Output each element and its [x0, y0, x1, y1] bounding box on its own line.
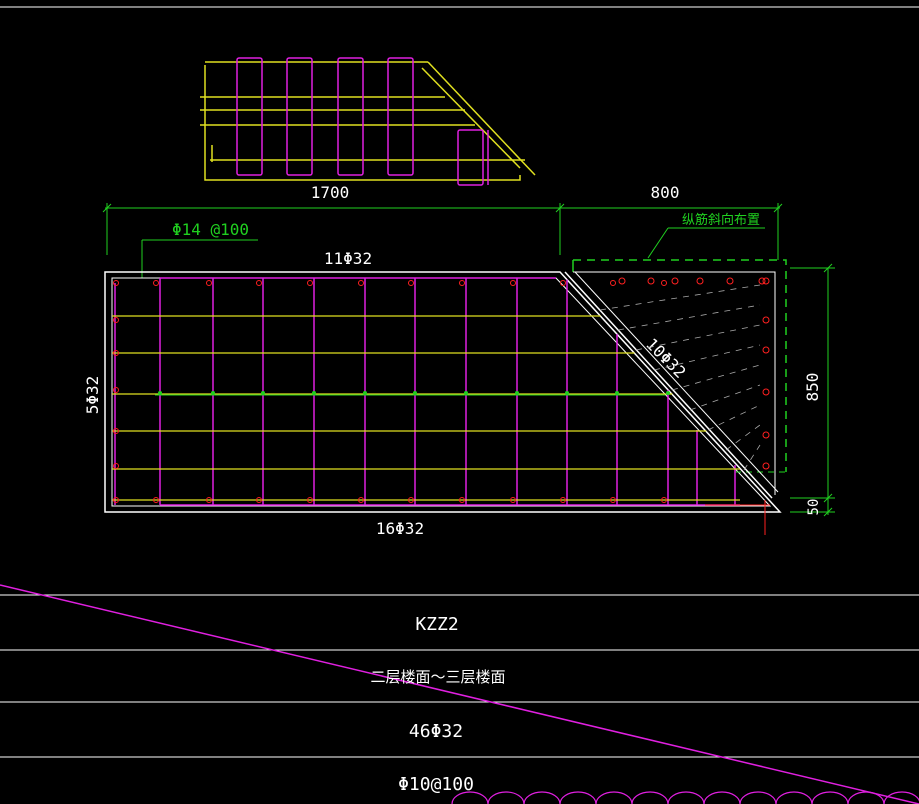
bar-top — [661, 280, 667, 286]
bar-bottom — [153, 497, 159, 503]
bar-top — [510, 280, 516, 286]
stirrup-label: Φ14 @100 — [172, 220, 249, 239]
side-bars-label: 5Φ32 — [83, 376, 102, 415]
bottom-bars-label: 16Φ32 — [376, 519, 424, 538]
table-floors: 二层楼面～三层楼面 — [370, 668, 505, 686]
hatch-line — [635, 324, 761, 351]
bar-bottom — [510, 497, 516, 503]
bar-top — [560, 280, 566, 286]
bar-mid — [158, 391, 162, 395]
bar-side — [113, 463, 119, 469]
hatch-line — [689, 384, 761, 411]
bar-bottom — [459, 497, 465, 503]
bar-mid — [565, 391, 569, 395]
dim-right-height: 850 — [803, 373, 822, 402]
bar-side — [113, 350, 119, 356]
hatch-line — [617, 304, 761, 331]
diagonal-bars-label: 10Φ32 — [642, 334, 689, 381]
bar-top — [307, 280, 313, 286]
bar-side — [113, 428, 119, 434]
dim-right-cover: 50 — [806, 499, 822, 516]
table-lines — [0, 594, 919, 758]
bar-tri-top — [696, 277, 704, 285]
plan-triangle-bars — [599, 277, 770, 471]
bar-tri-top — [618, 277, 626, 285]
hatch-line — [671, 364, 761, 391]
bar-mid — [515, 391, 519, 395]
bar-tri-top — [726, 277, 734, 285]
bar-top — [153, 280, 159, 286]
top-bars-label: 11Φ32 — [324, 249, 372, 268]
revision-cloud — [451, 791, 919, 804]
bar-top — [408, 280, 414, 286]
table-stirrups: Φ10@100 — [398, 774, 474, 795]
bar-tri-side — [762, 431, 770, 439]
plan-long-bars — [112, 315, 740, 501]
bar-mid — [413, 391, 417, 395]
plan-stirrups — [114, 277, 740, 506]
plan-dim-right: 800 — [651, 183, 680, 202]
bar-bottom — [358, 497, 364, 503]
bar-tri-top — [758, 277, 766, 285]
bar-tri-side — [762, 277, 770, 285]
hatch-line — [743, 444, 761, 471]
hatch-line — [707, 404, 761, 431]
bar-side — [113, 387, 119, 393]
cloud-arc — [451, 791, 919, 804]
bar-mid — [615, 391, 619, 395]
bar-side — [113, 497, 119, 503]
bar-tri-side — [762, 316, 770, 324]
elevation-dim-length: 1700 — [311, 183, 350, 202]
table-longitudinal: 46Φ32 — [409, 721, 463, 742]
bar-bottom — [610, 497, 616, 503]
bar-bottom — [661, 497, 667, 503]
crossing-line — [0, 584, 919, 804]
bar-bottom — [256, 497, 262, 503]
bar-top — [610, 280, 616, 286]
bar-top — [206, 280, 212, 286]
bar-top — [459, 280, 465, 286]
bar-mid — [312, 391, 316, 395]
bar-mid — [261, 391, 265, 395]
bar-mid — [464, 391, 468, 395]
bar-tri-side — [762, 388, 770, 396]
note-label: 纵筋斜向布置 — [682, 212, 760, 228]
bar-tri-top — [647, 277, 655, 285]
plan-main-bars — [113, 280, 670, 503]
table-id: KZZ2 — [415, 614, 458, 635]
bar-bottom — [560, 497, 566, 503]
bar-top — [256, 280, 262, 286]
bar-tri-side — [762, 462, 770, 470]
elevation-view — [200, 57, 536, 186]
bar-bottom — [307, 497, 313, 503]
bar-mid — [211, 391, 215, 395]
bar-mid — [363, 391, 367, 395]
section-plan — [104, 259, 787, 513]
hatch-line — [599, 284, 761, 311]
bar-bottom — [408, 497, 414, 503]
bar-side — [113, 280, 119, 286]
bar-tri-side — [762, 346, 770, 354]
bar-top — [358, 280, 364, 286]
bar-tri-top — [671, 277, 679, 285]
bar-bottom — [206, 497, 212, 503]
hatch-line — [725, 424, 761, 451]
plan-dimensions — [102, 203, 835, 517]
bar-side — [113, 317, 119, 323]
bar-mid — [666, 391, 670, 395]
